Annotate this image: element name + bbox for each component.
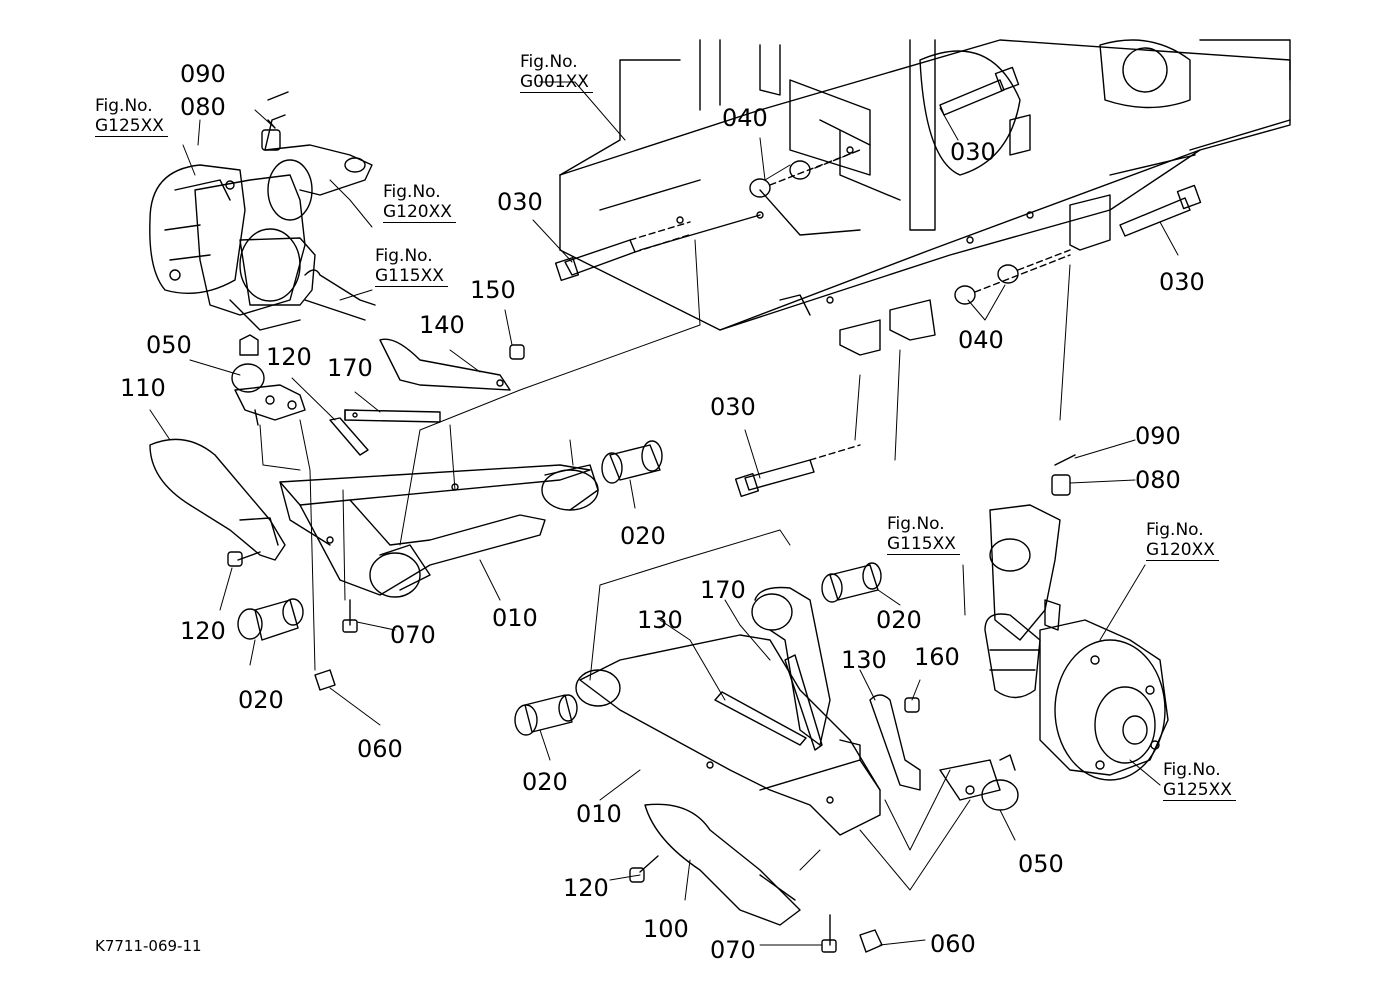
- part-label-080[interactable]: 080: [180, 93, 226, 121]
- part-label-050[interactable]: 050: [146, 331, 192, 359]
- figure-ref-g115xx-right[interactable]: Fig.No. G115XX: [887, 514, 960, 555]
- part-label-050[interactable]: 050: [1018, 850, 1064, 878]
- part-label-140[interactable]: 130: [841, 646, 887, 674]
- leader-lines[interactable]: [149, 81, 1179, 946]
- left-lower-arm-010: [279, 464, 599, 598]
- part-label-030[interactable]: 030: [1159, 268, 1205, 296]
- part-label-170[interactable]: 170: [327, 354, 373, 382]
- guards-110-100: [149, 438, 801, 926]
- right-lower-arm-010: [575, 586, 881, 836]
- part-label-020[interactable]: 020: [522, 768, 568, 796]
- figure-ref-line2: G125XX: [1163, 780, 1236, 801]
- figure-ref-line2: G120XX: [383, 202, 456, 223]
- part-label-070[interactable]: 070: [710, 936, 756, 964]
- ball-joints-050: [231, 334, 1019, 811]
- part-label-020[interactable]: 020: [620, 522, 666, 550]
- figure-ref-line1: Fig.No.: [1146, 520, 1204, 540]
- figure-ref-line1: Fig.No.: [520, 52, 578, 72]
- figure-ref-line2: G115XX: [887, 534, 960, 555]
- figure-ref-line1: Fig.No.: [887, 514, 945, 534]
- part-label-130[interactable]: 120: [266, 343, 312, 371]
- drawing-code: K7711-069-11: [95, 937, 202, 955]
- figure-ref-g125xx-right[interactable]: Fig.No. G125XX: [1163, 760, 1236, 801]
- part-label-120[interactable]: 120: [180, 617, 226, 645]
- figure-ref-line1: Fig.No.: [95, 96, 153, 116]
- small-hardware: [227, 91, 1076, 953]
- part-label-020[interactable]: 020: [876, 606, 922, 634]
- part-label-150[interactable]: 140: [419, 311, 465, 339]
- bushings-020: [237, 440, 882, 736]
- part-label-110[interactable]: 110: [120, 374, 166, 402]
- figure-ref-line1: Fig.No.: [375, 246, 433, 266]
- part-label-010[interactable]: 010: [492, 604, 538, 632]
- part-label-090[interactable]: 090: [1135, 422, 1181, 450]
- figure-ref-g125xx-left[interactable]: Fig.No. G125XX: [95, 96, 168, 137]
- right-hub-assembly: [984, 504, 1169, 781]
- figure-ref-g120xx-right[interactable]: Fig.No. G120XX: [1146, 520, 1219, 561]
- part-label-040[interactable]: 040: [722, 104, 768, 132]
- bolts-and-nuts-030-040: [554, 66, 1202, 498]
- part-label-080[interactable]: 080: [1135, 466, 1181, 494]
- figure-ref-line1: Fig.No.: [1163, 760, 1221, 780]
- part-label-020[interactable]: 020: [238, 686, 284, 714]
- part-label-160[interactable]: 150: [470, 276, 516, 304]
- part-label-160[interactable]: 160: [914, 643, 960, 671]
- figure-ref-line2: G120XX: [1146, 540, 1219, 561]
- figure-ref-line2: G001XX: [520, 72, 593, 93]
- part-label-170[interactable]: 170: [700, 576, 746, 604]
- part-label-070[interactable]: 070: [390, 621, 436, 649]
- part-label-120[interactable]: 120: [563, 874, 609, 902]
- part-label-060[interactable]: 060: [357, 735, 403, 763]
- figure-ref-line2: G125XX: [95, 116, 168, 137]
- part-label-040[interactable]: 040: [958, 326, 1004, 354]
- part-label-030[interactable]: 030: [710, 393, 756, 421]
- frame-assembly: [559, 39, 1291, 356]
- left-hub-assembly: [149, 114, 376, 331]
- figure-ref-line2: G115XX: [375, 266, 448, 287]
- figure-ref-g001xx[interactable]: Fig.No. G001XX: [520, 52, 593, 93]
- part-label-010[interactable]: 010: [576, 800, 622, 828]
- part-label-100[interactable]: 100: [643, 915, 689, 943]
- part-label-130[interactable]: 130: [637, 606, 683, 634]
- figure-ref-g120xx-left[interactable]: Fig.No. G120XX: [383, 182, 456, 223]
- part-label-090[interactable]: 090: [180, 60, 226, 88]
- part-label-030[interactable]: 030: [950, 138, 996, 166]
- figure-ref-line1: Fig.No.: [383, 182, 441, 202]
- part-label-060[interactable]: 060: [930, 930, 976, 958]
- part-label-030[interactable]: 030: [497, 188, 543, 216]
- figure-ref-g115xx-left[interactable]: Fig.No. G115XX: [375, 246, 448, 287]
